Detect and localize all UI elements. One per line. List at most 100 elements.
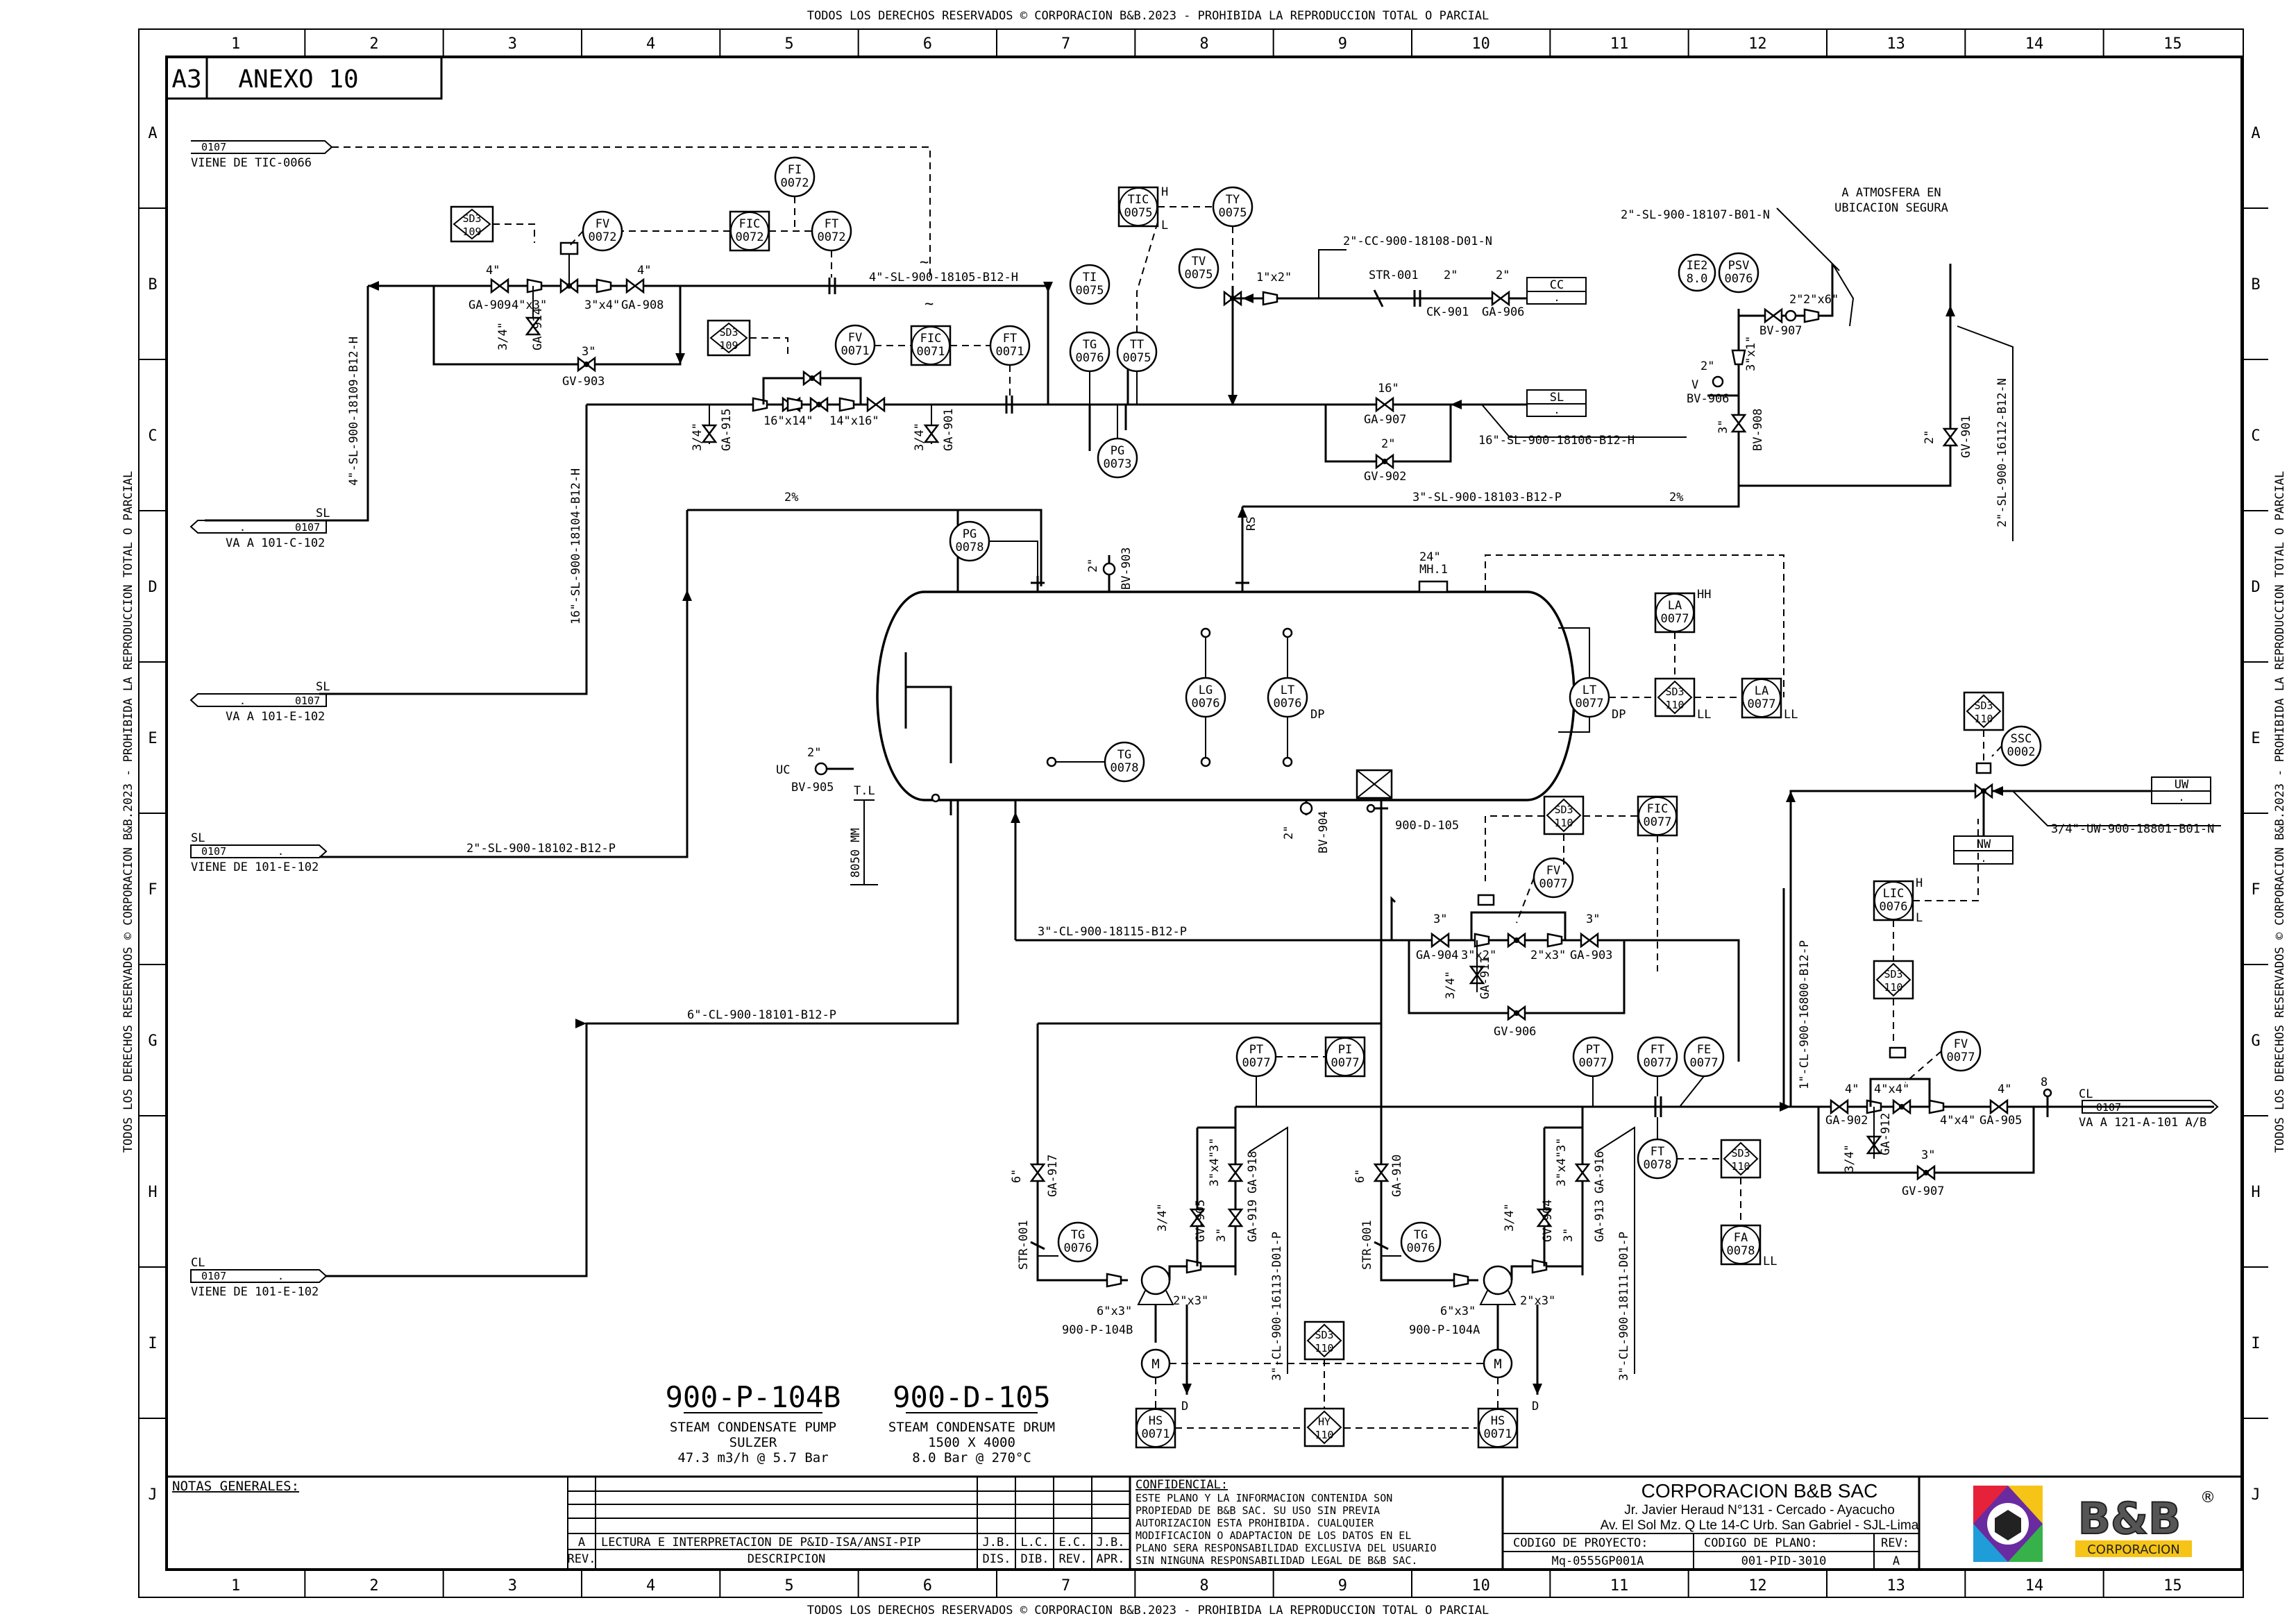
svg-text:0072: 0072 [736,230,764,244]
ft-0077[interactable]: FT 0077 [1637,1036,1678,1078]
ft-0078[interactable]: FT 0078 [1637,1138,1678,1180]
tg-0076-pb[interactable]: TG 0076 [1057,1221,1099,1263]
hs-0071-b[interactable]: HS 0071 [1477,1407,1519,1449]
sd3-110-c[interactable]: SD3 110 [1720,1139,1762,1179]
tt-0075[interactable]: TT 0075 [1116,331,1158,373]
grid-column-label: 10 [1471,1577,1490,1595]
svg-text:0072: 0072 [818,230,846,244]
svg-text:.: . [278,845,284,858]
svg-text:109: 109 [719,339,738,352]
fv-0077-b[interactable]: FV 0077 [1940,1030,1982,1072]
lt-0076[interactable]: LT 0076 [1267,677,1308,718]
svg-text:4"-SL-900-18109-B12-H: 4"-SL-900-18109-B12-H [347,337,361,486]
svg-text:0076: 0076 [1274,697,1302,711]
grid-column-label: 13 [1886,35,1905,53]
offpage-cc[interactable]: CC . [1526,277,1587,305]
svg-text:STEAM CONDENSATE DRUM: STEAM CONDENSATE DRUM [888,1420,1055,1435]
svg-text:0071: 0071 [841,344,870,358]
fe-0077[interactable]: FE 0077 [1683,1036,1725,1078]
svg-text:GA-919: GA-919 [1246,1200,1260,1242]
psv-0076[interactable]: PSV 0076 [1718,252,1759,294]
grid-ticks [139,29,2268,1597]
copyright-left: TODOS LOS DERECHOS RESERVADOS © CORPORAC… [121,471,135,1153]
svg-text:FV: FV [1546,864,1560,878]
svg-text:GA-908: GA-908 [621,298,664,312]
svg-text:FA: FA [1734,1231,1748,1245]
tg-0076-pa[interactable]: TG 0076 [1400,1221,1442,1263]
offpage-cl-out[interactable]: 0107 CL VA A 121-A-101 A/B [2079,1087,2219,1130]
svg-text:LIC: LIC [1883,887,1905,901]
sd3-110-f[interactable]: SD3 110 [1963,691,2004,731]
offpage-nw[interactable]: NW . [1953,835,2014,865]
svg-text:HH: HH [1697,588,1711,602]
svg-text:STR-001: STR-001 [1369,269,1419,282]
svg-text:0077: 0077 [1661,612,1689,626]
pg-0078[interactable]: PG 0078 [949,520,990,562]
svg-text:~: ~ [920,254,929,271]
lg-0076[interactable]: LG 0076 [1185,677,1226,718]
svg-text:FV: FV [1954,1037,1968,1051]
tg-0076-top[interactable]: TG 0076 [1069,331,1111,373]
fic-0077[interactable]: FIC 0077 [1637,795,1678,837]
svg-text:LECTURA E INTERPRETACION DE P&: LECTURA E INTERPRETACION DE P&ID-ISA/ANS… [601,1536,921,1549]
offpage-sl-in[interactable]: 0107 . SL VIENE DE 101-E-102 [190,831,328,874]
sd3-110-a[interactable]: SD3 110 LL [1654,677,1711,722]
fv-0072[interactable]: FV 0072 [582,210,623,252]
svg-text:0075: 0075 [1219,206,1247,220]
pt-0077-a[interactable]: PT 0077 [1235,1036,1277,1078]
offpage-uw[interactable]: UW . [2151,776,2211,804]
offpage-sl-out-1[interactable]: . 0107 SL VA A 101-C-102 [189,507,330,550]
grid-column-label: 4 [646,35,655,53]
fi-0072[interactable]: FI 0072 [774,156,816,198]
sd3-110-d[interactable]: SD3 110 [1303,1320,1345,1361]
grid-column-label: 15 [2163,1577,2182,1595]
hy-110[interactable]: HY 110 [1303,1407,1345,1447]
grid-row-label: E [148,730,157,747]
hs-0071-a[interactable]: HS 0071 [1135,1407,1176,1449]
offpage-cl-in[interactable]: 0107 . CL VIENE DE 101-E-102 [190,1256,328,1299]
lt-0077[interactable]: LT 0077 [1569,677,1610,718]
svg-text:LG: LG [1199,683,1213,697]
ft-0072[interactable]: FT 0072 [811,210,852,252]
svg-text:900-D-105: 900-D-105 [1395,819,1459,833]
pt-0077-b[interactable]: PT 0077 [1572,1036,1614,1078]
sd3-109-a[interactable]: SD3 109 [450,205,494,243]
confidential-line: AUTORIZACION ESTA PROHIBIDA. CUALQUIER [1136,1517,1374,1529]
fv-0071[interactable]: FV 0071 [834,324,876,366]
svg-text:TV: TV [1192,255,1206,269]
sd3-110-e[interactable]: SD3 110 [1873,960,1914,1000]
svg-text:2": 2" [1700,359,1714,373]
offpage-sl-right[interactable]: SL . [1526,389,1587,417]
fic-0071[interactable]: FIC 0071 [910,325,952,366]
ti-0075[interactable]: TI 0075 [1069,264,1111,305]
offpage-tic[interactable]: 0107 VIENE DE TIC-0066 [191,140,333,170]
la-0077-ll[interactable]: LA 0077 LL [1741,677,1798,722]
svg-text:8050 MM: 8050 MM [849,828,863,878]
svg-text:2"-SL-900-18102-B12-P: 2"-SL-900-18102-B12-P [466,842,616,856]
svg-text:M: M [1494,1357,1501,1372]
fa-0078[interactable]: FA 0078 LL [1720,1224,1777,1268]
sd3-110-b[interactable]: SD3 110 [1543,795,1585,835]
tic-0075[interactable]: TIC 0075 H L [1117,185,1168,232]
offpage-sl-out-2[interactable]: . 0107 SL VA A 101-E-102 [189,680,330,724]
svg-text:BV-905: BV-905 [791,781,834,794]
tv-0075[interactable]: TV 0075 [1178,248,1219,289]
svg-text:110: 110 [1731,1160,1750,1173]
pi-0077[interactable]: PI 0077 [1324,1036,1366,1078]
pg-0073[interactable]: PG 0073 [1097,437,1138,479]
pump-900-p-104a[interactable] [1479,1265,1517,1305]
ssc-0002[interactable]: SSC 0002 [2000,725,2042,767]
ty-0075[interactable]: TY 0075 [1212,186,1253,228]
tg-0078[interactable]: TG 0078 [1104,741,1145,783]
pump-900-p-104b[interactable] [1137,1265,1174,1305]
la-0077-hh[interactable]: LA 0077 HH [1654,588,1711,634]
svg-text:0077: 0077 [1748,697,1776,711]
svg-text:0078: 0078 [1727,1244,1755,1258]
ft-0071[interactable]: FT 0071 [989,325,1031,366]
svg-text:8.0: 8.0 [1687,272,1708,286]
copyright-right: TODOS LOS DERECHOS RESERVADOS © CORPORAC… [2273,471,2287,1153]
ie2-8[interactable]: IE2 8.0 [1678,253,1716,292]
sd3-109-b[interactable]: SD3 109 [707,319,751,357]
fic-0072[interactable]: FIC 0072 [729,210,770,252]
fv-0077[interactable]: FV 0077 [1533,857,1574,899]
